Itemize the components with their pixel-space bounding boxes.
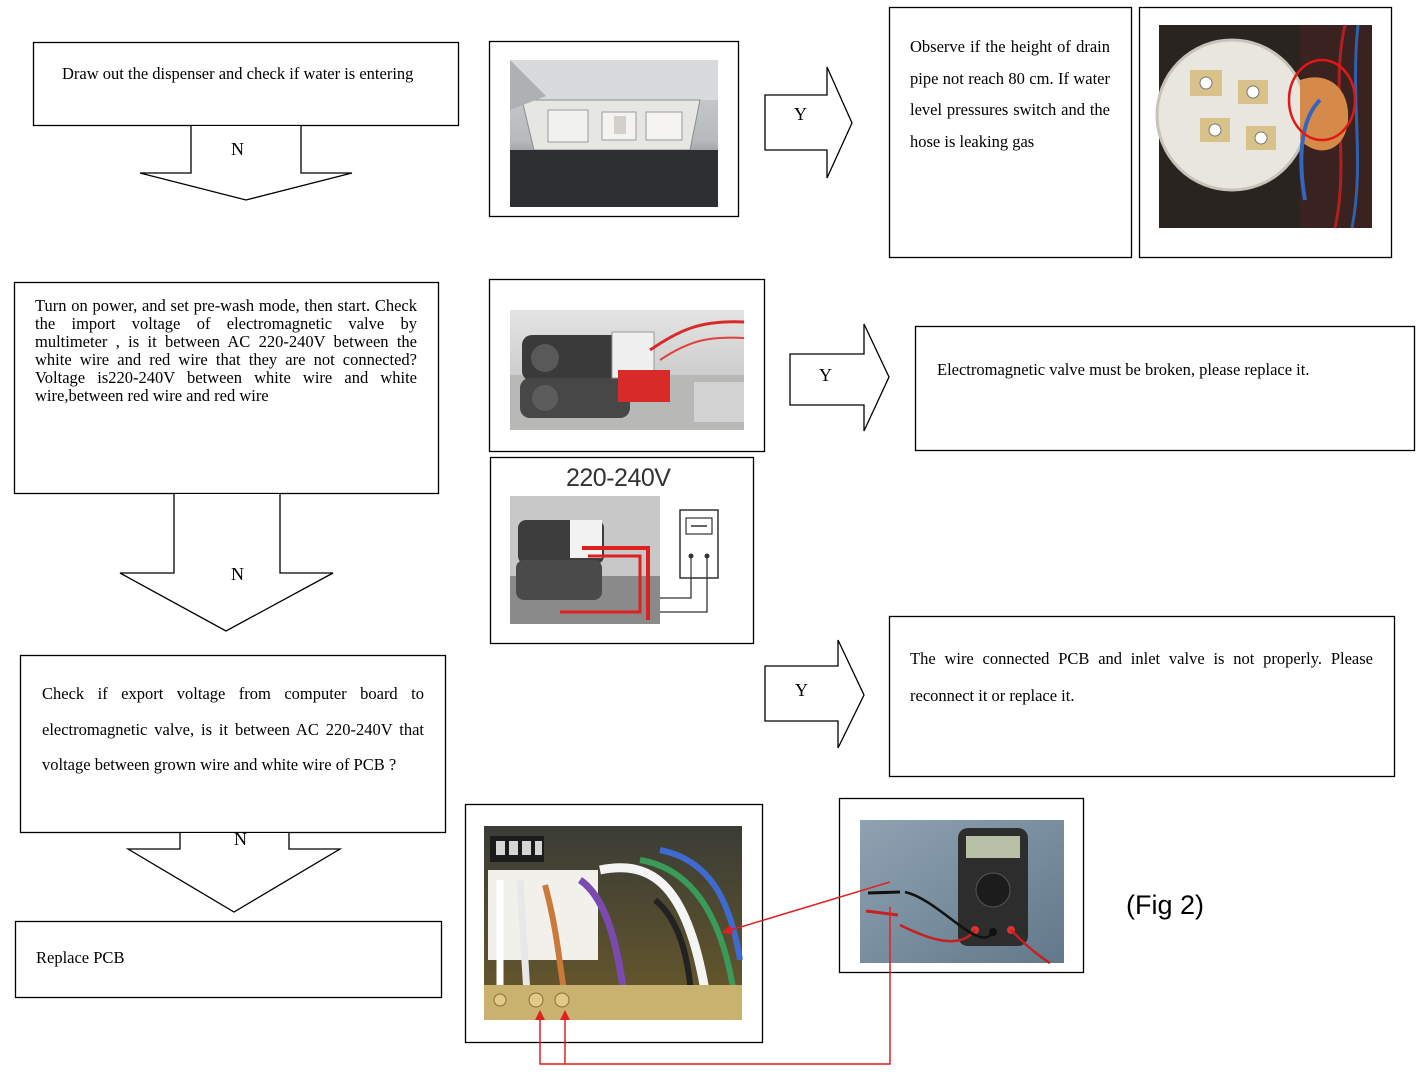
right-arrow-1 <box>764 66 853 179</box>
step-4-text: Replace PCB <box>36 948 125 967</box>
step-3-text: Check if export voltage from computer bo… <box>42 684 424 774</box>
step-box-3 <box>19 654 447 834</box>
voltage-label: 220-240V <box>566 464 671 492</box>
no-label-3: N <box>234 829 247 849</box>
down-arrow-3 <box>125 833 343 913</box>
yes-label-1: Y <box>794 104 807 124</box>
pressure-switch-photo <box>1155 24 1372 229</box>
result-2-text: Electromagnetic valve must be broken, pl… <box>937 360 1310 379</box>
result-3-text: The wire connected PCB and inlet valve i… <box>910 649 1373 705</box>
step-box-2 <box>13 281 440 495</box>
no-label-1: N <box>231 139 244 159</box>
step-box-4 <box>14 920 443 999</box>
result-1-text: Observe if the height of drain pipe not … <box>910 37 1110 151</box>
step-2-text: Turn on power, and set pre-wash mode, th… <box>35 296 417 405</box>
wire-routing-arrows <box>535 881 891 1065</box>
dispenser-photo <box>510 60 718 207</box>
red-arrow-to-pcb-wire <box>722 881 891 935</box>
step-1-text: Draw out the dispenser and check if wate… <box>62 64 414 83</box>
result-box-2 <box>914 325 1416 452</box>
yes-label-2: Y <box>819 365 832 385</box>
down-arrow-2 <box>119 494 334 632</box>
result-box-1 <box>888 6 1133 259</box>
figure-label: (Fig 2) <box>1126 890 1205 920</box>
pcb-photo <box>484 826 743 1020</box>
step-box-1 <box>32 41 460 127</box>
valve-photo <box>510 310 745 430</box>
no-label-2: N <box>231 564 244 584</box>
right-arrow-3 <box>764 639 865 749</box>
multimeter-photo <box>860 820 1064 965</box>
voltage-diagram-photo <box>510 496 719 624</box>
right-arrow-2 <box>789 323 890 432</box>
yes-label-3: Y <box>795 680 808 700</box>
red-arrow-to-pcb-terminals <box>535 907 891 1065</box>
result-box-3 <box>888 615 1396 778</box>
down-arrow-1 <box>139 126 353 201</box>
